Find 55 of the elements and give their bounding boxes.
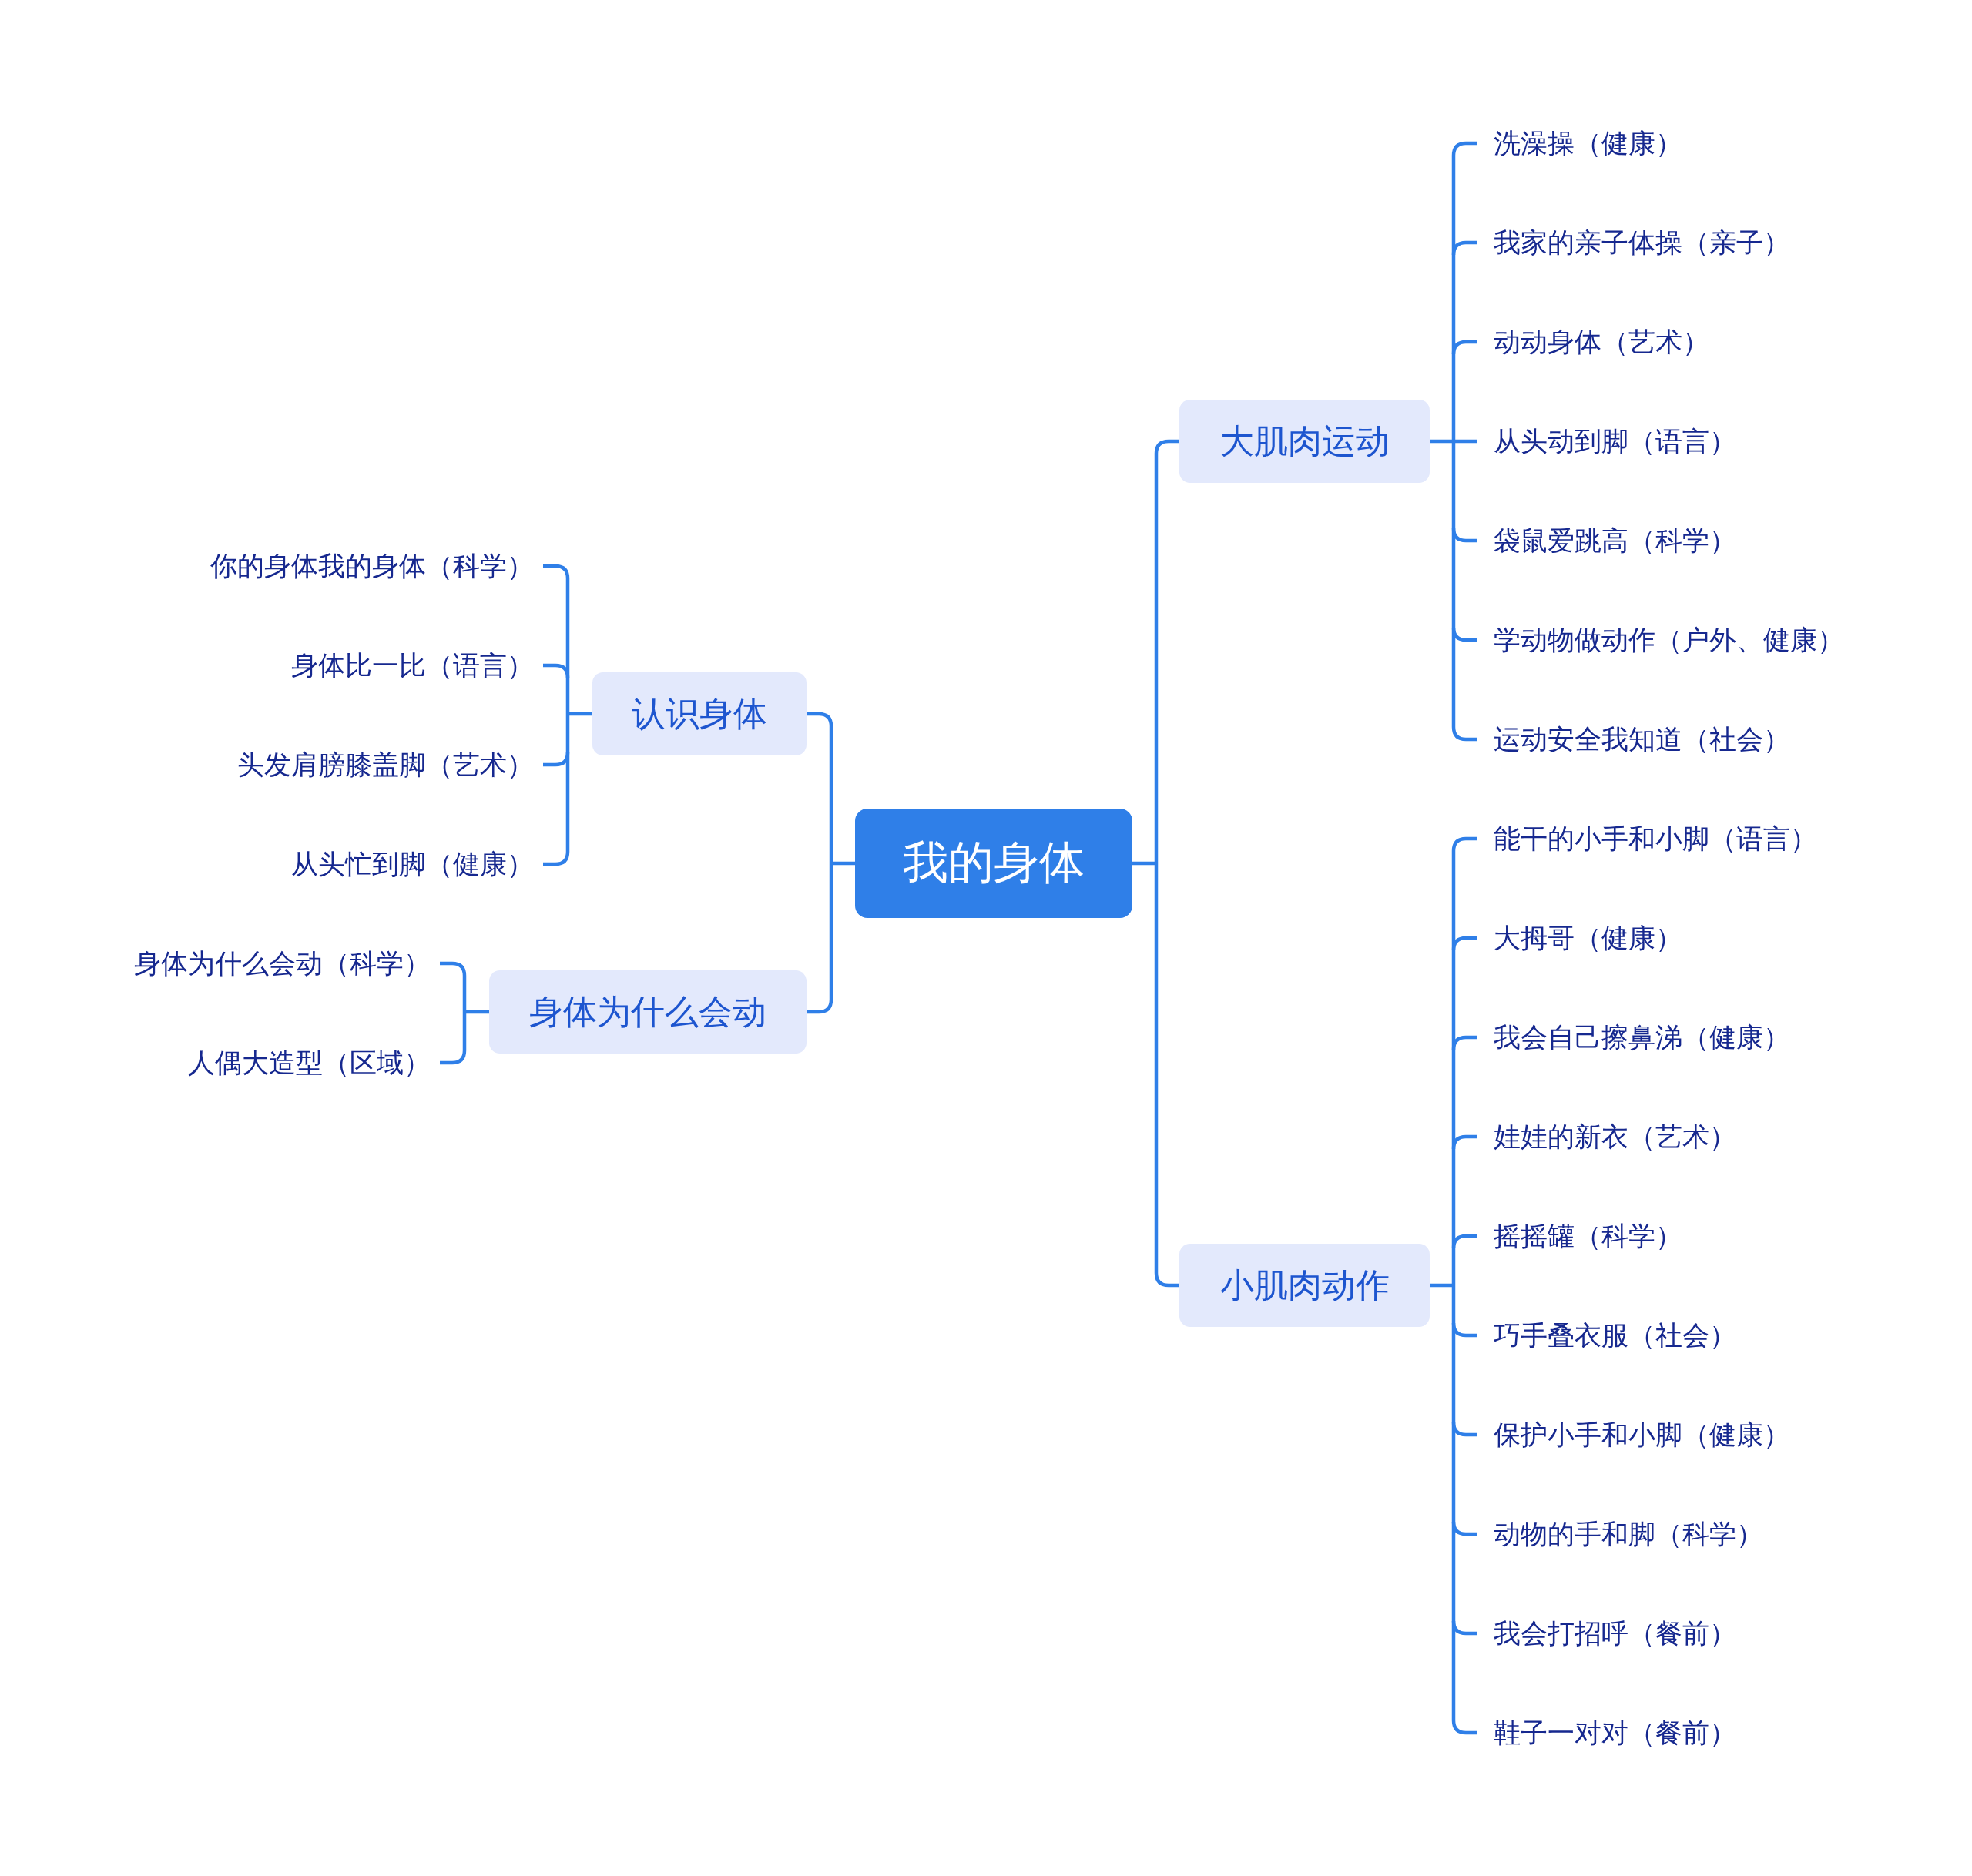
topic-label: 身体比一比（语言） [291,648,543,683]
branch-topic-box: 大肌肉运动 [1179,400,1430,483]
connector-line [1451,1322,1477,1338]
topic-label: 保护小手和小脚（健康） [1477,1417,1790,1452]
branch-topic-box: 身体为什么会动 [489,970,807,1054]
connector-line [1454,439,1477,444]
topic-label: 我会打招呼（餐前） [1477,1616,1736,1651]
connector-line [1451,836,1477,852]
connector-line [1451,528,1477,543]
connector-line [1451,627,1477,642]
connector-line [1154,1272,1179,1288]
topic-label: 鞋子一对对（餐前） [1477,1715,1736,1750]
connector-line [1451,1234,1477,1249]
connector-line [807,999,833,1014]
connector-line [1451,936,1477,951]
connector-line [1451,1620,1477,1636]
topic-label: 学动物做动作（户外、健康） [1477,622,1844,658]
connector-line [440,1050,467,1065]
branch-topic-box: 小肌肉动作 [1179,1244,1430,1327]
topic-label: 运动安全我知道（社会） [1477,722,1790,757]
topic-label: 动物的手和脚（科学） [1477,1516,1763,1552]
connector-line [1451,1521,1477,1536]
connector-line [543,663,570,678]
connector-line [440,961,467,977]
branch-topic-box: 认识身体 [592,672,807,755]
connector-line [543,564,570,579]
central-topic-box: 我的身体 [855,809,1132,918]
topic-label: 你的身体我的身体（科学） [210,548,543,584]
topic-label: 我会自己擦鼻涕（健康） [1477,1020,1790,1055]
connector-line [807,712,833,727]
connector-line [1451,726,1477,742]
connector-line [1451,1134,1477,1150]
connector-line [543,752,570,767]
topic-label: 身体为什么会动（科学） [134,946,440,981]
topic-label: 人偶大造型（区域） [188,1045,440,1080]
connector-line [1154,439,1179,454]
topic-label: 娃娃的新衣（艺术） [1477,1119,1736,1154]
topic-label: 大拇哥（健康） [1477,920,1682,956]
topic-label: 头发肩膀膝盖脚（艺术） [237,747,543,782]
connector-line [1451,141,1477,156]
topic-label: 从头忙到脚（健康） [291,846,543,882]
topic-label: 洗澡操（健康） [1477,126,1682,161]
topic-label: 从头动到脚（语言） [1477,424,1736,459]
topic-label: 袋鼠爱跳高（科学） [1477,523,1736,558]
connector-line [1451,1422,1477,1437]
topic-label: 摇摇罐（科学） [1477,1218,1682,1254]
topic-label: 动动身体（艺术） [1477,324,1709,360]
topic-label: 巧手叠衣服（社会） [1477,1318,1736,1353]
connector-line [1451,1035,1477,1050]
connector-line [1451,240,1477,256]
connector-line [543,851,570,866]
connector-line [1451,340,1477,355]
topic-label: 能干的小手和小脚（语言） [1477,821,1817,856]
connector-line [1451,1720,1477,1735]
topic-label: 我家的亲子体操（亲子） [1477,225,1790,260]
